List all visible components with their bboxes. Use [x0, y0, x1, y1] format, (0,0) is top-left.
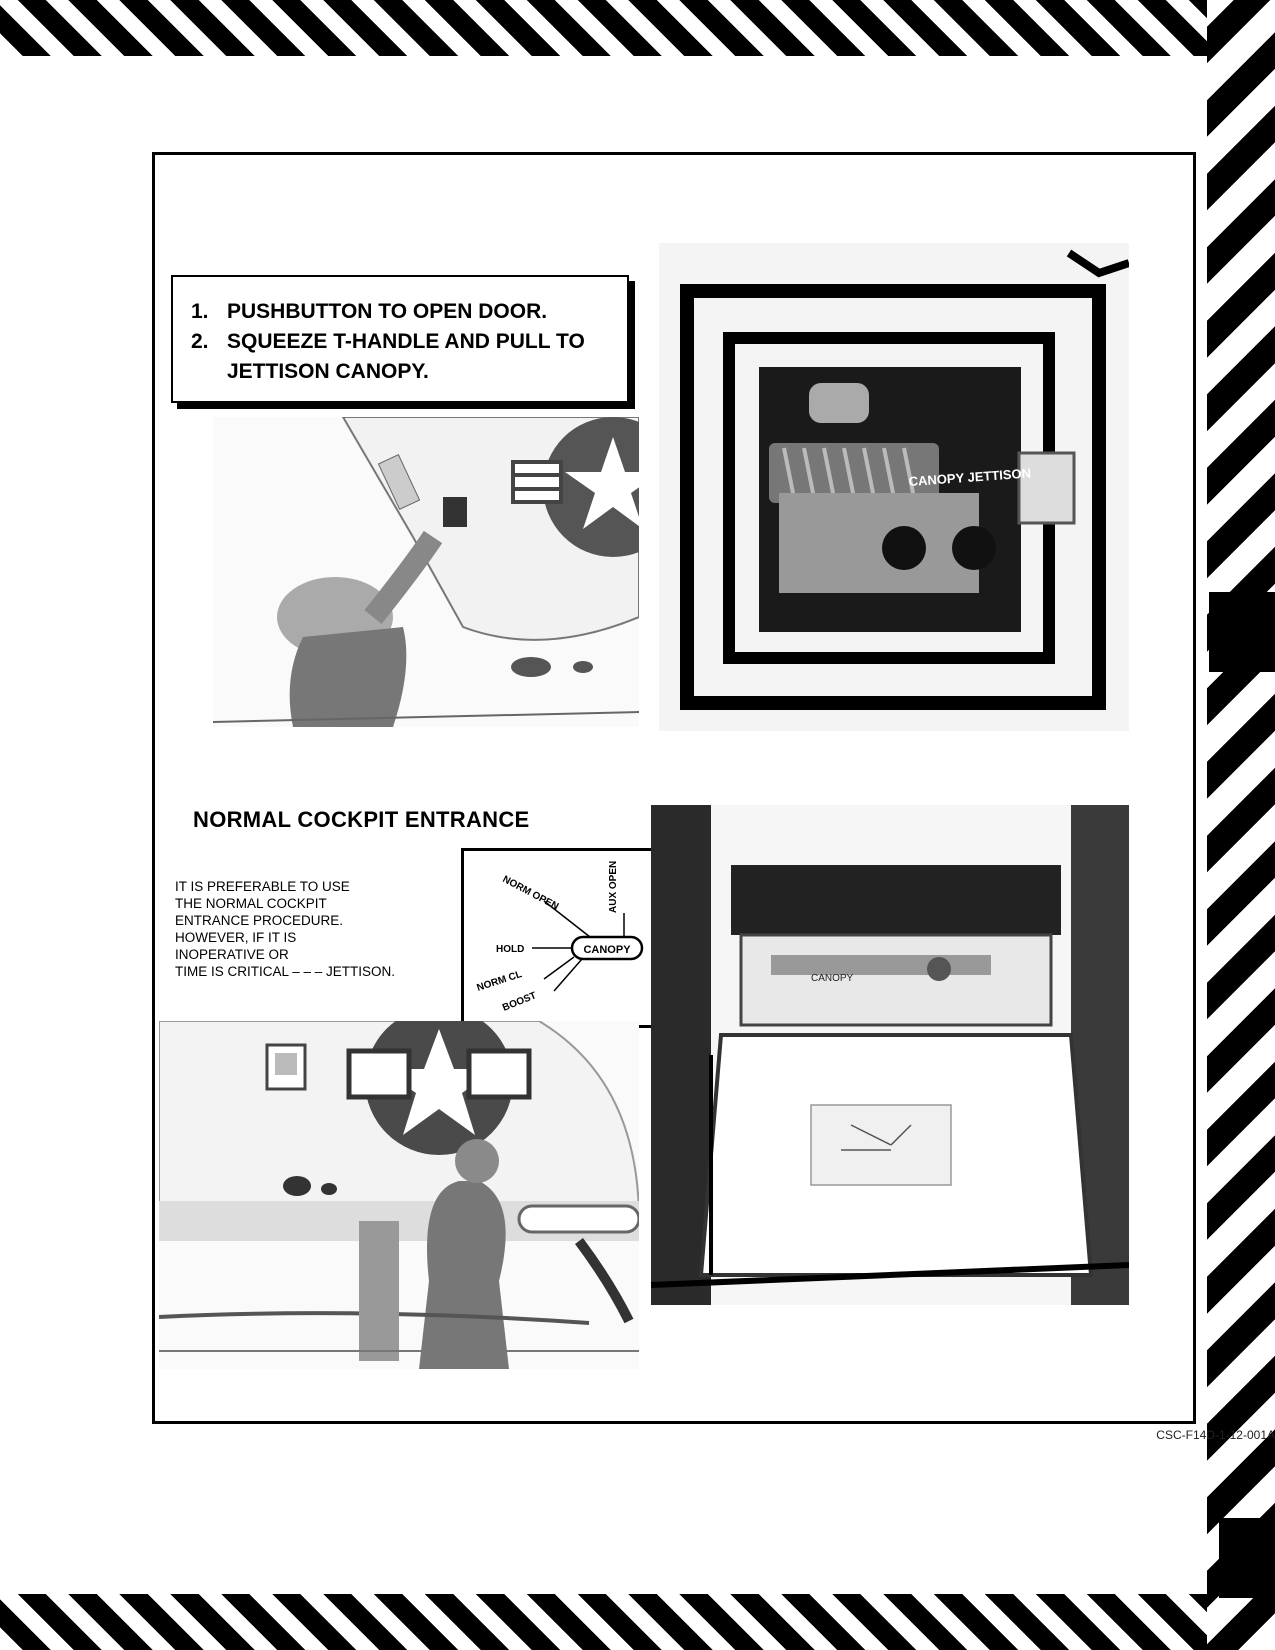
canopy-switch-diagram: CANOPY NORM OPEN AUX OPEN HOLD NORM CL B… [461, 848, 665, 1028]
canopy-handle-label: CANOPY [583, 944, 631, 956]
switch-position-norm-cl: NORM CL [476, 969, 524, 994]
switch-position-aux-open: AUX OPEN [608, 861, 619, 913]
photo-crew-at-fuselage [159, 1021, 639, 1369]
photo-jettison-handle-closeup: CANOPY JETTISON [659, 243, 1129, 731]
instruction-callout: 1. PUSHBUTTON TO OPEN DOOR. 2. SQUEEZE T… [171, 275, 629, 403]
instruction-step-1: 1. PUSHBUTTON TO OPEN DOOR. [191, 300, 548, 323]
jettison-note: IT IS PREFERABLE TO USE THE NORMAL COCKP… [175, 879, 396, 979]
figure-frame: 1. PUSHBUTTON TO OPEN DOOR. 2. SQUEEZE T… [152, 152, 1196, 1424]
switch-position-hold: HOLD [496, 944, 524, 955]
instruction-step-2: 2. SQUEEZE T-HANDLE AND PULL TO JETTISON… [191, 330, 585, 383]
corner-block [1219, 1518, 1275, 1598]
photo-external-jettison-handle [213, 417, 639, 727]
switch-position-norm-open: NORM OPEN [501, 874, 561, 913]
section-heading: NORMAL COCKPIT ENTRANCE [193, 807, 530, 832]
switch-position-boost: BOOST [501, 990, 538, 1014]
hazard-stripe-bottom [0, 1594, 1275, 1650]
figure-identifier: CSC-F14D-1-12-001A [1156, 1428, 1275, 1442]
hazard-stripe-right [1207, 0, 1275, 1650]
section-thumb-tab [1209, 592, 1275, 672]
hazard-stripe-top [0, 0, 1275, 56]
console-canopy-label: CANOPY [811, 973, 854, 984]
photo-canopy-control-console: CANOPY [651, 805, 1129, 1305]
